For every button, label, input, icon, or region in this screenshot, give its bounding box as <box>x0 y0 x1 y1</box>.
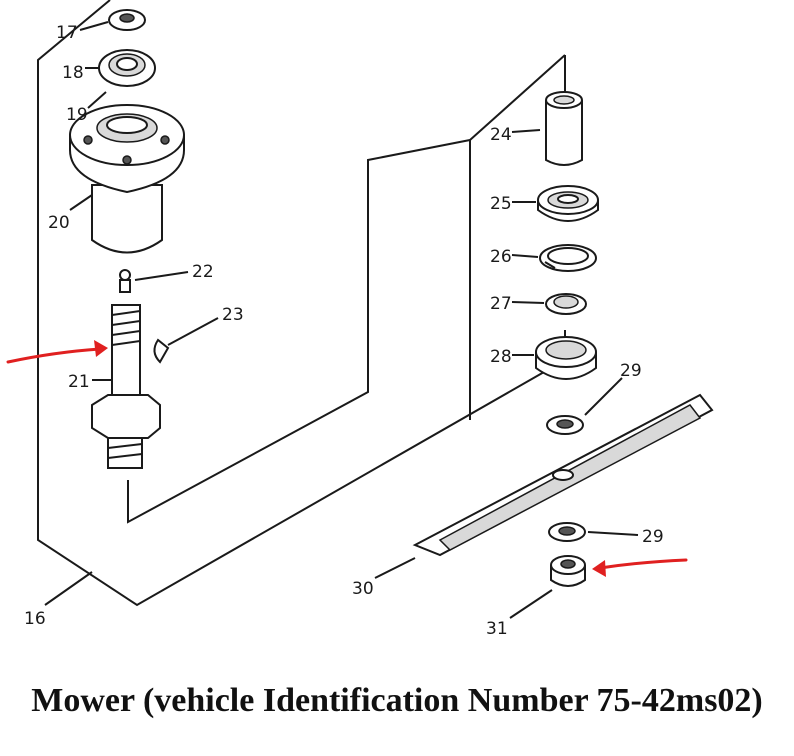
part-30-blade <box>412 393 714 557</box>
callout-29-top: 29 <box>620 361 642 381</box>
figure-caption: Mower (vehicle Identification Number 75-… <box>31 682 763 719</box>
part-24-spacer-tube <box>545 91 583 166</box>
part-18-bearing <box>98 49 156 87</box>
callout-29-bottom: 29 <box>642 527 664 547</box>
part-20-spindle-housing <box>69 104 185 254</box>
callout-17: 17 <box>56 23 78 43</box>
red-arrow-shaft <box>6 340 108 364</box>
red-arrow-nut <box>592 558 688 577</box>
part-23-woodruff-key <box>153 338 170 364</box>
callout-22: 22 <box>192 262 214 282</box>
callout-24: 24 <box>490 125 512 145</box>
part-28-seal <box>535 336 597 380</box>
exploded-parts-diagram: 17 18 19 20 22 23 21 16 24 25 26 27 28 2… <box>6 0 714 639</box>
callout-27: 27 <box>490 294 512 314</box>
callout-31: 31 <box>486 619 508 639</box>
part-29-washer-bottom <box>548 522 586 542</box>
leader-lines <box>44 21 639 619</box>
callout-23: 23 <box>222 305 244 325</box>
part-27-bearing <box>545 293 587 315</box>
callout-18: 18 <box>62 63 84 83</box>
part-21-spindle-shaft <box>91 304 161 469</box>
part-29-washer-top <box>546 415 584 435</box>
callout-25: 25 <box>490 194 512 214</box>
callout-26: 26 <box>490 247 512 267</box>
callout-19: 19 <box>66 105 88 125</box>
callout-21: 21 <box>68 372 90 392</box>
part-26-snap-ring <box>539 244 597 272</box>
part-25-bearing <box>537 185 599 222</box>
callout-20: 20 <box>48 213 70 233</box>
callout-28: 28 <box>490 347 512 367</box>
callout-labels: 17 18 19 20 22 23 21 16 24 25 26 27 28 2… <box>24 23 664 639</box>
part-31-lock-nut <box>550 555 586 587</box>
callout-16: 16 <box>24 609 46 629</box>
part-17-nut <box>108 9 146 31</box>
part-22-grease-fitting <box>119 269 131 293</box>
callout-30: 30 <box>352 579 374 599</box>
